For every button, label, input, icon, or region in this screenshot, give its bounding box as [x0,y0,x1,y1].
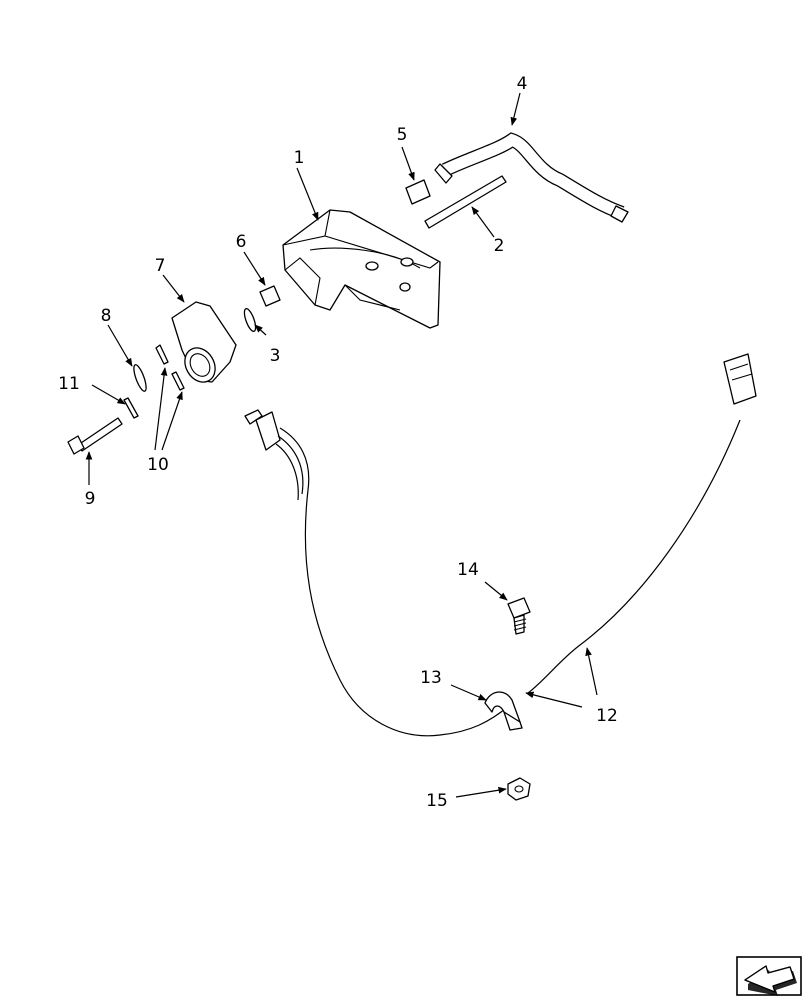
tube-part [434,132,629,223]
nut-part [507,777,531,801]
washer-part [133,364,147,392]
bushing-part [259,285,281,307]
pins-part [155,344,185,391]
callout-1: 1 [294,148,305,168]
snap-ring-part [243,307,257,333]
screw-part [507,597,531,635]
arrow-back-icon[interactable] [736,956,802,996]
callout-13: 13 [420,668,442,688]
bar-part [424,175,507,229]
housing-part [171,301,237,383]
sleeve-part [405,179,431,205]
callout-12: 12 [596,706,618,726]
bracket-part [282,209,441,329]
callout-15: 15 [426,791,448,811]
wire-harness-part [244,353,757,737]
callout-6: 6 [236,232,247,252]
leader-lines [85,92,598,798]
bolt-part [67,417,123,455]
callout-3: 3 [270,346,281,366]
callout-9: 9 [85,489,96,509]
callout-2: 2 [494,236,505,256]
callout-11: 11 [58,374,80,394]
callout-5: 5 [397,125,408,145]
callout-4: 4 [517,74,528,94]
callout-14: 14 [457,560,479,580]
clip-part [484,691,523,731]
callout-10: 10 [147,455,169,475]
callout-7: 7 [155,256,166,276]
spacer-part [123,397,139,419]
callout-8: 8 [101,306,112,326]
callouts: 1 2 3 4 5 6 7 8 9 10 11 12 13 14 15 [58,74,618,811]
